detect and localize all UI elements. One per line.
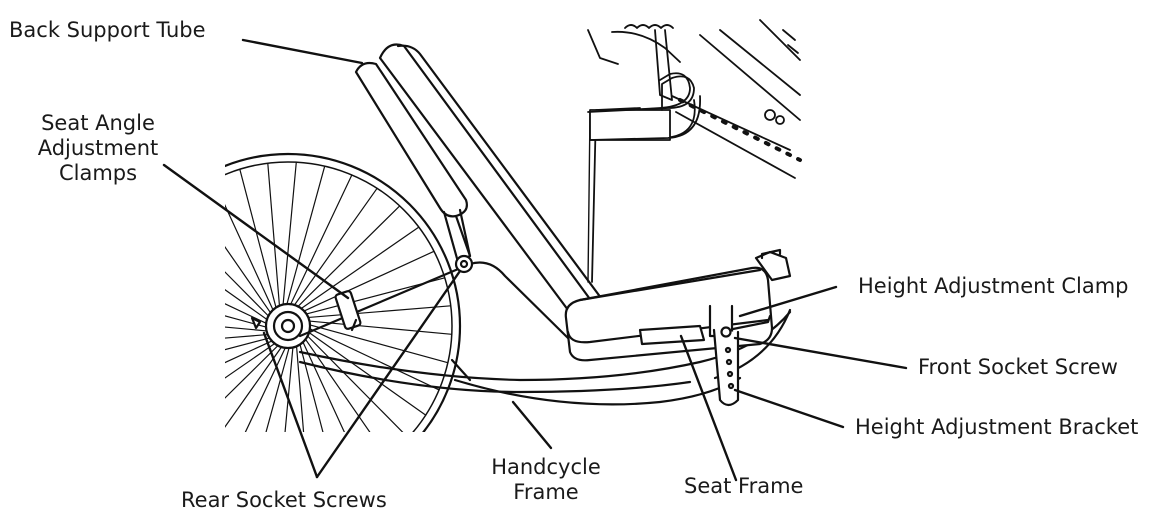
wheel-spoke [304,329,427,416]
wheel-spoke [225,340,279,379]
wheel-spoke [305,323,449,364]
seat-angle-clamps [334,254,474,332]
wheel-spoke [299,250,435,314]
wheel-spoke [300,337,345,432]
label-seat-angle-adjustment-clamps: Seat Angle Adjustment Clamps [37,111,159,185]
wheel-spoke [225,338,277,364]
wheel-spoke [225,333,273,339]
rear-wheel [225,152,462,432]
leader-rear-socket-screw-2 [315,269,462,479]
label-front-socket-screw: Front Socket Screw [918,355,1118,379]
label-height-adjustment-clamp: Height Adjustment Clamp [858,274,1129,298]
label-height-adjustment-bracket: Height Adjustment Bracket [855,415,1139,439]
wheel-spoke [244,343,288,432]
leader-rear-socket-screw-1 [262,331,319,479]
leader-seat-angle-clamps [162,163,350,300]
back-support [354,43,606,320]
label-seat-frame: Seat Frame [684,474,804,498]
wheel-spoke [225,204,276,315]
wheel-spoke [305,326,440,391]
wheel-spoke [225,342,282,399]
wheel-spoke [225,271,272,320]
wheel-spoke [225,289,272,323]
crank-assembly [587,19,802,283]
wheel-spoke [225,245,274,317]
wheel-spoke [295,341,305,432]
wheel-spoke [303,305,452,319]
seat-cushion [564,248,792,362]
wheel-spoke [225,342,285,428]
wheel-spoke [294,205,401,310]
leader-handcycle-frame [511,400,553,450]
seat-frame [638,314,772,346]
wheel-spoke [225,315,271,329]
leader-seat-frame [679,334,738,482]
wheel-spoke [304,332,404,432]
label-handcycle-frame: Handcycle Frame [491,455,601,504]
label-back-support-tube: Back Support Tube [9,18,206,42]
wheel-spoke [265,343,291,432]
wheel-spoke [284,342,294,432]
leader-back-support-tube [241,38,364,65]
label-rear-socket-screws: Rear Socket Screws [181,488,387,512]
wheel-spoke [288,174,353,309]
wheel-spoke [291,187,378,310]
wheel-spoke [225,303,271,326]
wheel-spoke [285,165,326,309]
wheel-spoke [298,339,324,432]
height-adjustment-bracket [708,304,740,407]
leader-lines [162,38,908,482]
wheel-spoke [304,320,453,335]
wheel-spoke [225,336,275,351]
wheel-spoke [225,326,272,332]
wheel-spoke [267,162,281,311]
handcycle-frame [298,261,792,406]
leader-front-socket-screw [733,336,908,370]
leader-height-adjustment-bracket [733,388,845,429]
leader-height-adjustment-clamp [738,285,838,318]
wheel-spoke [297,226,420,312]
wheel-spoke [282,161,297,310]
wheel-spoke [239,168,278,313]
